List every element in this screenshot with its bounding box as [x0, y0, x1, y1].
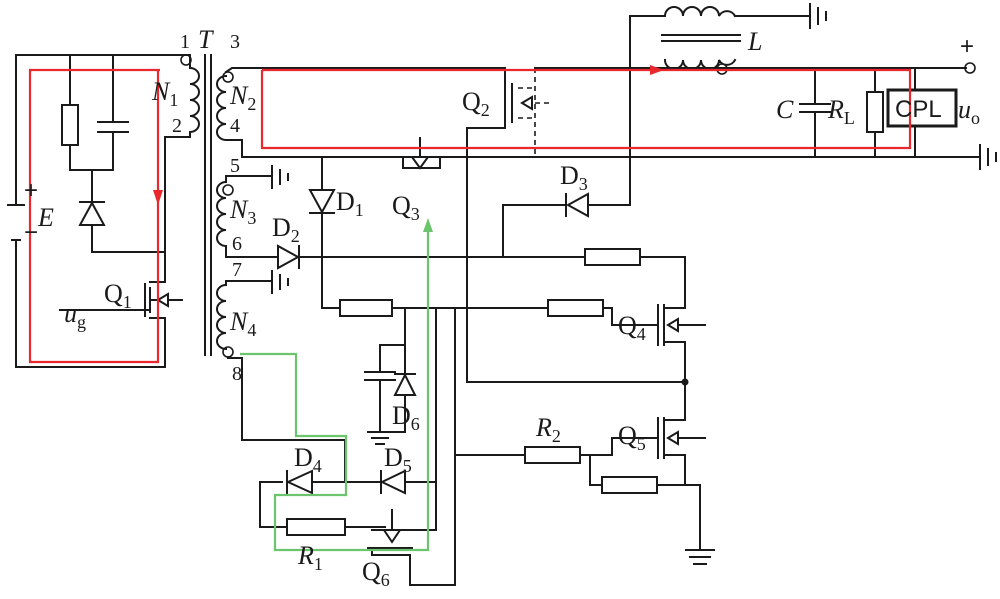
n3-dot-marker	[222, 184, 234, 196]
q2-label: Q2	[462, 87, 490, 120]
d5-label: D5	[384, 443, 412, 476]
d3-label: D3	[560, 161, 588, 194]
snubber-resistor	[61, 104, 79, 146]
winding-n4	[216, 283, 228, 351]
capacitor-label: C	[776, 95, 794, 124]
n3-label: N3	[229, 195, 256, 228]
q1-label: Q1	[104, 279, 132, 312]
winding-n1	[188, 66, 200, 134]
winding-n3	[216, 180, 228, 248]
pin-8-label: 8	[232, 363, 242, 385]
q5-label: Q5	[618, 421, 646, 454]
q2-mosfet-symbol	[466, 67, 552, 383]
pin-7-label: 7	[232, 259, 242, 281]
q4-q5-node	[466, 378, 689, 419]
red-current-path-secondary	[260, 65, 912, 150]
cpl-load-label: CPL	[895, 96, 942, 123]
diode-d2	[277, 244, 686, 309]
r2-parallel-resistor	[601, 476, 658, 494]
q6-label: Q6	[362, 557, 390, 590]
diode-d1	[308, 156, 341, 309]
ground-n3	[271, 165, 289, 189]
output-plus-sign: +	[960, 33, 974, 60]
source-minus-sign: −	[24, 219, 38, 246]
inductor-label: L	[747, 27, 762, 56]
red-current-path-primary	[28, 68, 163, 364]
pin-1-label: 1	[180, 31, 190, 53]
q4-mosfet-symbol	[602, 304, 706, 383]
ground-output	[979, 144, 997, 170]
q3-mosfet-symbol	[402, 137, 441, 170]
n2-dot-marker	[222, 71, 234, 83]
q4-gate-resistor	[547, 299, 604, 317]
d4-label: D4	[294, 443, 322, 476]
gate-signal-label: ug	[64, 299, 86, 332]
source-label: E	[37, 203, 54, 232]
d2-resistor	[584, 248, 641, 266]
pin-6-label: 6	[232, 233, 242, 255]
green-current-path	[240, 218, 433, 552]
transformer-label: T	[198, 25, 214, 54]
gate-resistor	[339, 299, 393, 317]
cpl-load-box	[886, 67, 958, 158]
snubber-capacitor	[97, 121, 129, 133]
load-resistor-label: RL	[827, 95, 855, 128]
load-resistor	[866, 67, 884, 158]
n4-dot-marker	[222, 346, 234, 358]
pin-2-label: 2	[172, 115, 182, 137]
pin-4-label: 4	[230, 115, 240, 137]
r1-label: R1	[297, 541, 323, 574]
inductor-l-winding	[663, 6, 737, 18]
q5-mosfet-symbol	[579, 417, 706, 551]
q1-mosfet-symbol	[144, 283, 183, 317]
n2-label: N2	[229, 81, 256, 114]
d2-label: D2	[272, 213, 300, 246]
r2-network	[454, 454, 715, 565]
d1-label: D1	[336, 187, 364, 220]
inductor-wiring	[629, 3, 827, 206]
n4-label: N4	[229, 307, 256, 340]
output-capacitor	[799, 67, 831, 158]
n1-label: N1	[151, 77, 178, 110]
pin-3-label: 3	[230, 31, 240, 53]
d6-label: D6	[392, 401, 420, 434]
q6-mosfet-symbol	[367, 509, 413, 549]
r2-label: R2	[535, 413, 561, 446]
middle-network	[364, 307, 549, 586]
q4-label: Q4	[618, 311, 646, 344]
resistor-r2	[524, 446, 581, 464]
output-top-rail	[259, 62, 976, 74]
source-plus-sign: +	[24, 177, 38, 204]
transformer-core	[204, 54, 212, 356]
winding-n2	[216, 74, 228, 142]
snubber-diode	[78, 200, 106, 226]
q3-label: Q3	[392, 191, 420, 224]
diode-d3	[502, 192, 631, 258]
resistor-r1	[286, 518, 346, 536]
ground-n4	[271, 270, 289, 294]
inductor-l-secondary	[663, 58, 737, 70]
n1-dot-marker	[180, 54, 192, 66]
output-voltage-label: uo	[958, 95, 980, 128]
pin-5-label: 5	[230, 155, 240, 177]
